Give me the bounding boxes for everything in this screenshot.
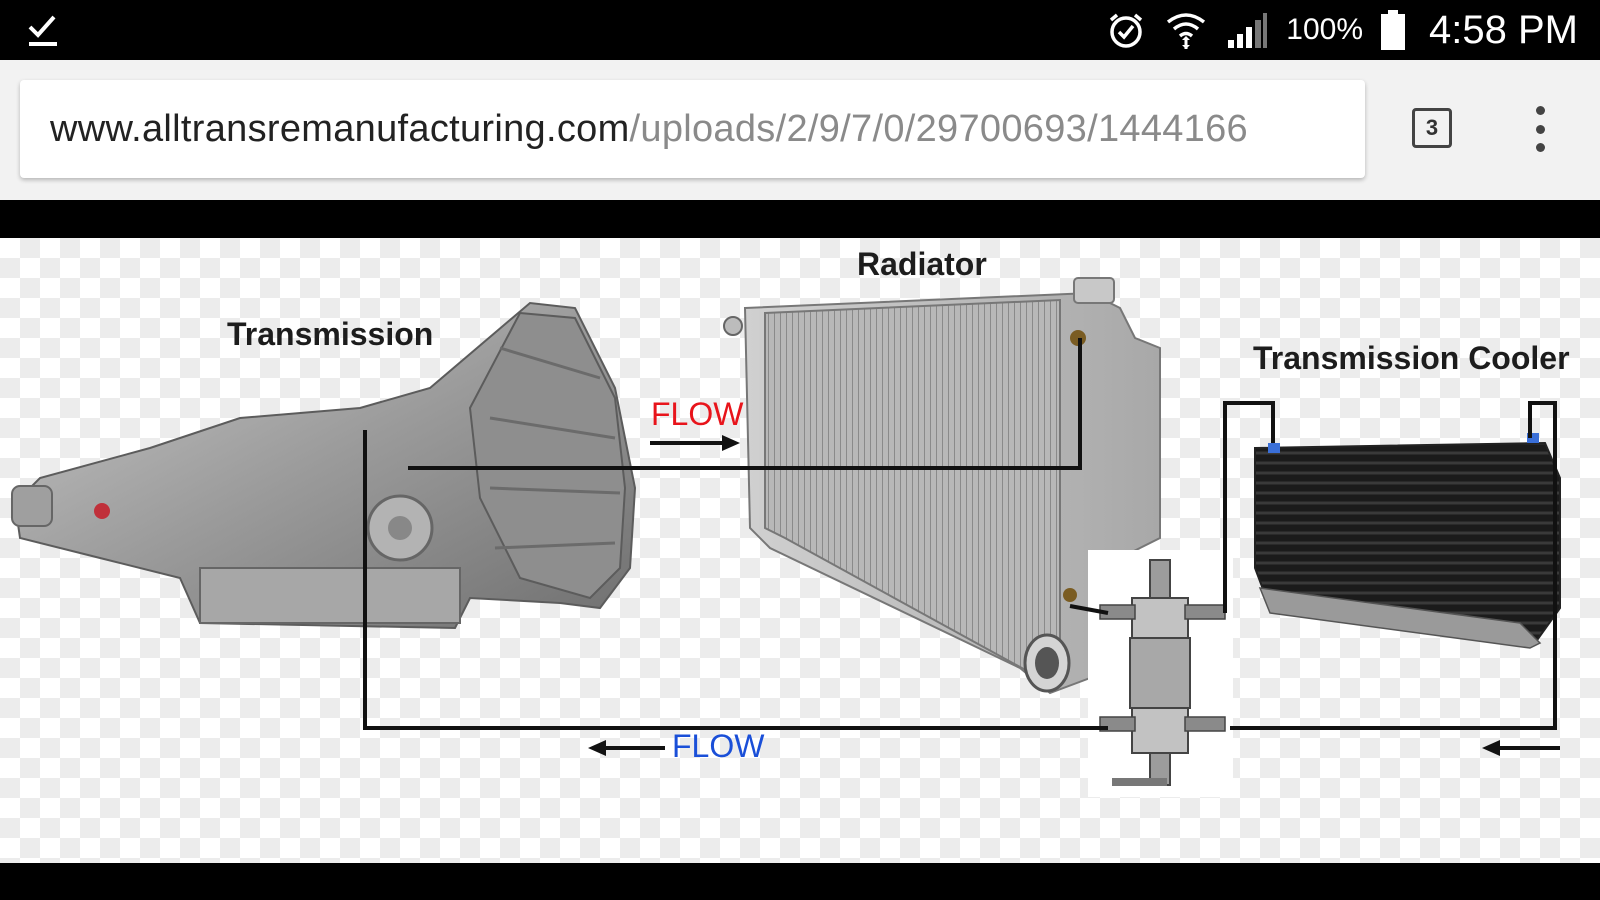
flow-line-trans-to-radiator — [408, 338, 1082, 470]
flow-line-trans-return — [363, 430, 1108, 730]
flow-label-top: FLOW — [651, 396, 744, 432]
browser-toolbar: www.alltransremanufacturing.com/uploads/… — [0, 60, 1600, 200]
menu-dot — [1535, 106, 1545, 115]
url-text[interactable]: www.alltransremanufacturing.com/uploads/… — [20, 108, 1248, 151]
image-viewer: Transmission Radiator Transmission Coole… — [0, 200, 1600, 900]
menu-dot — [1535, 143, 1545, 152]
transmission-image — [11, 301, 637, 630]
checkmark-icon — [28, 15, 57, 46]
flow-arrows — [588, 435, 1560, 756]
battery-icon — [1381, 10, 1406, 50]
flow-line-radiator-to-valve — [1069, 604, 1109, 615]
url-path: /uploads/2/9/7/0/29700693/1444166 — [629, 107, 1248, 150]
signal-icon — [1228, 13, 1268, 48]
diagram-drawing — [11, 277, 1561, 797]
wifi-icon — [1167, 13, 1206, 49]
bypass-valve-image — [1088, 550, 1233, 797]
overflow-menu-icon[interactable] — [1525, 106, 1555, 152]
status-bar: 100% 4:58 PM — [0, 0, 1600, 60]
transmission-cooler-image — [1254, 433, 1561, 649]
radiator-image — [723, 277, 1161, 695]
address-bar[interactable]: www.alltransremanufacturing.com/uploads/… — [20, 80, 1365, 178]
menu-dot — [1535, 124, 1545, 134]
url-domain: www.alltransremanufacturing.com — [50, 107, 630, 150]
cooler-diagram: Transmission Radiator Transmission Coole… — [0, 238, 1600, 863]
battery-percent: 100% — [1286, 13, 1364, 46]
clock: 4:58 PM — [1429, 7, 1578, 52]
flow-lines — [363, 338, 1557, 730]
alarm-icon — [1110, 13, 1143, 48]
transmission-cooler-label: Transmission Cooler — [1253, 340, 1570, 376]
flow-label-bottom: FLOW — [672, 728, 765, 764]
flow-line-cooler-return — [1230, 401, 1557, 730]
flow-line-valve-to-cooler — [1223, 401, 1275, 613]
radiator-label: Radiator — [857, 246, 987, 282]
tab-switcher-button[interactable]: 3 — [1412, 108, 1452, 148]
transmission-label: Transmission — [227, 316, 434, 352]
